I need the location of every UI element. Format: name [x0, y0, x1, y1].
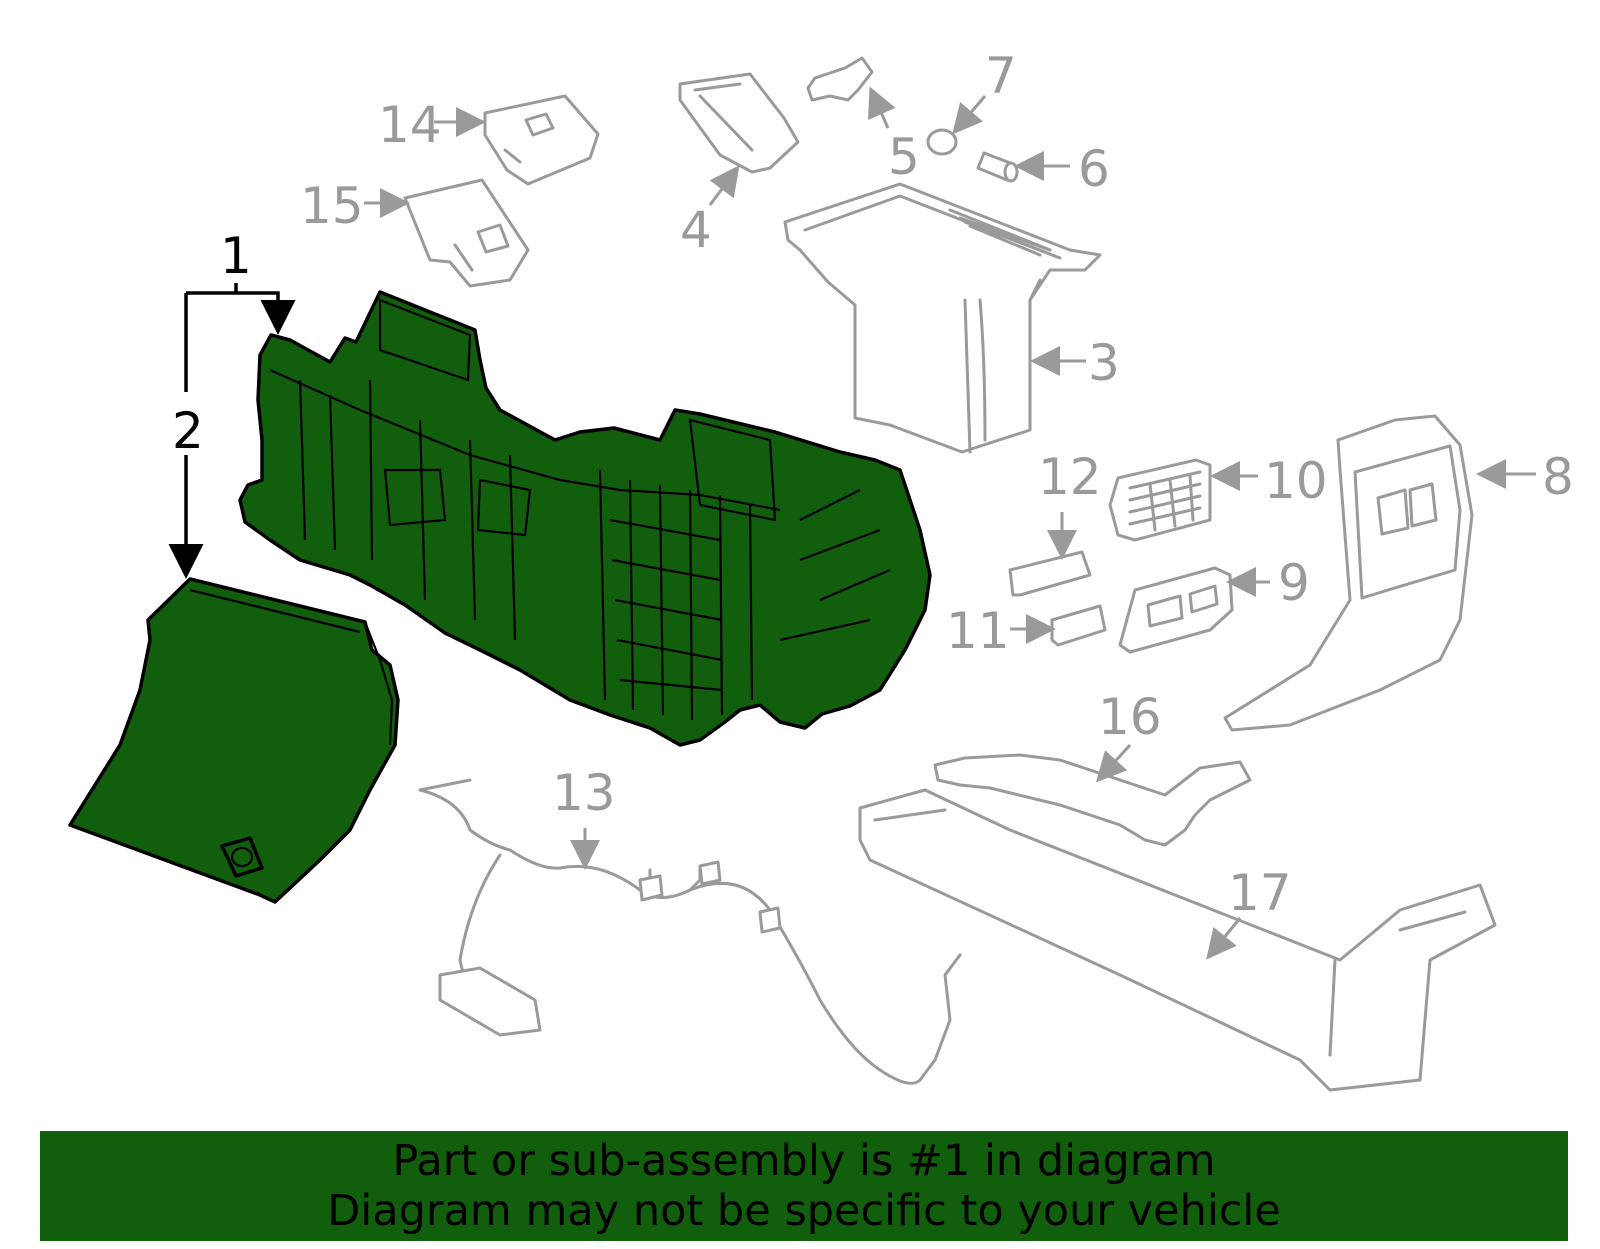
callout-11: 11 [946, 602, 1010, 660]
part-6-cylinder[interactable] [976, 151, 1019, 183]
part-7-plug[interactable] [926, 128, 958, 156]
callout-10: 10 [1264, 452, 1328, 510]
part-3-storage-bin[interactable] [783, 182, 1102, 454]
leader-lines [168, 86, 1536, 960]
part-4-cover[interactable] [678, 72, 800, 174]
part-17-duct[interactable] [858, 788, 1497, 1092]
callout-9: 9 [1278, 554, 1310, 612]
callout-1: 1 [220, 227, 252, 285]
banner-line-2: Diagram may not be specific to your vehi… [327, 1186, 1281, 1236]
callout-8: 8 [1542, 448, 1574, 506]
parts-diagram: 1 2 3 4 5 6 7 8 9 10 11 12 13 14 15 16 1… [68, 47, 1574, 1092]
callout-12: 12 [1038, 448, 1102, 506]
part-14-module[interactable] [483, 94, 600, 186]
callout-3: 3 [1088, 334, 1120, 392]
part-13-wiring-harness[interactable] [418, 778, 962, 1085]
callout-15: 15 [300, 177, 364, 235]
part-5-clip[interactable] [806, 56, 874, 102]
part-9-control-panel[interactable] [1118, 566, 1234, 654]
callout-4: 4 [680, 201, 712, 259]
callout-16: 16 [1098, 688, 1162, 746]
callout-2: 2 [172, 402, 204, 460]
callout-14: 14 [378, 96, 442, 154]
banner-line-1: Part or sub-assembly is #1 in diagram [392, 1136, 1216, 1186]
part-16-duct[interactable] [933, 753, 1252, 847]
callout-13: 13 [552, 764, 616, 822]
part-11-switch[interactable] [1050, 604, 1107, 647]
part-8-trim-panel[interactable] [1223, 414, 1474, 732]
part-10-vent[interactable] [1108, 458, 1212, 542]
info-banner: Part or sub-assembly is #1 in diagram Di… [40, 1131, 1568, 1241]
part-2-side-panel[interactable] [68, 577, 400, 904]
part-12-switch[interactable] [1008, 550, 1092, 597]
callout-17: 17 [1228, 864, 1292, 922]
part-15-module[interactable] [403, 178, 530, 288]
part-1-console-assembly[interactable] [238, 290, 932, 747]
callout-5: 5 [888, 128, 920, 186]
callout-7: 7 [985, 47, 1017, 105]
callout-6: 6 [1078, 140, 1110, 198]
